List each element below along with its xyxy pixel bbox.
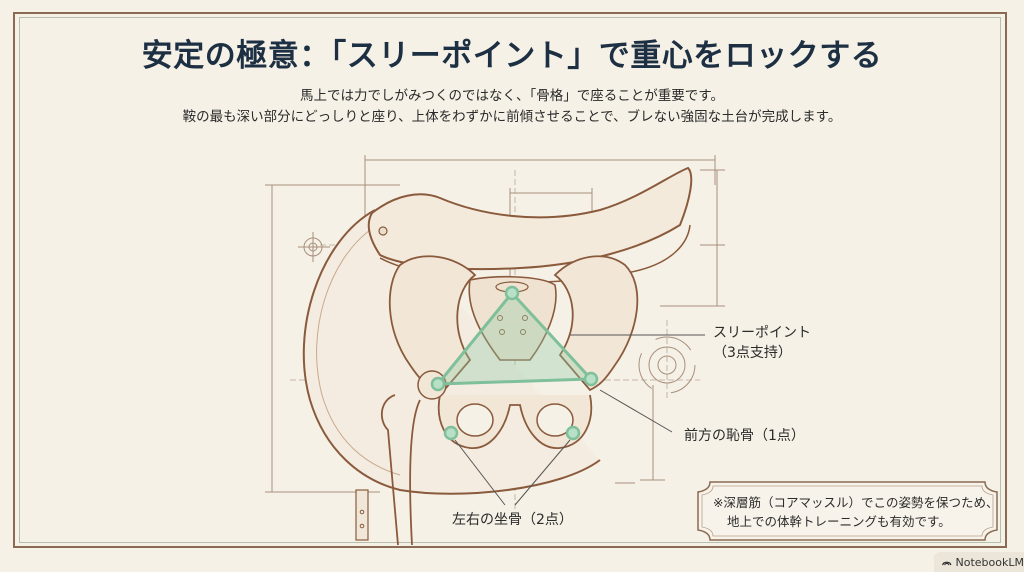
support-points [430, 285, 599, 441]
note-text: ※深層筋（コアマッスル）でこの姿勢を保つため、 地上での体幹トレーニングも有効で… [713, 493, 998, 531]
saddle-seat [367, 166, 693, 271]
subtitle-line-2: 鞍の最も深い部分にどっしりと座り、上体をわずかに前傾させることで、ブレない強固な… [182, 109, 842, 125]
note-line-2: 地上での体幹トレーニングも有効です。 [727, 514, 951, 529]
note-line-1: ※深層筋（コアマッスル）でこの姿勢を保つため、 [713, 495, 999, 510]
label-pubis: 前方の恥骨（1点） [684, 428, 805, 444]
gear-icon [638, 336, 696, 394]
notebooklm-badge: NotebookLM [934, 552, 1024, 572]
inner-frame [19, 17, 1001, 543]
notebooklm-icon [942, 561, 952, 566]
ischium-right [565, 425, 581, 441]
point-right [583, 371, 599, 387]
point-left [430, 376, 446, 392]
badge-label: NotebookLM [955, 555, 1024, 569]
right-ilium [553, 255, 639, 392]
outer-frame [13, 12, 1007, 548]
sacrum [468, 275, 557, 361]
ischium-left [443, 425, 459, 441]
point-top [504, 285, 520, 301]
left-ilium [388, 255, 477, 397]
note-box-frame [697, 481, 998, 541]
three-point-triangle [434, 290, 595, 386]
stirrup-leather [355, 489, 369, 541]
femur [380, 394, 421, 546]
label-ischium: 左右の坐骨（2点） [452, 512, 573, 528]
target-mark-icon [298, 232, 330, 262]
label-three-point-sub: （3点支持） [713, 345, 792, 361]
subtitle: 馬上では力でしがみつくのではなく、「骨格」で座ることが重要です。 鞍の最も深い部… [0, 86, 1024, 128]
label-three-point: スリーポイント [713, 325, 811, 341]
page-title: 安定の極意：「スリーポイント」で重心をロックする [141, 38, 883, 74]
leader-lines [454, 334, 705, 506]
subtitle-line-1: 馬上では力でしがみつくのではなく、「骨格」で座ることが重要です。 [300, 88, 724, 104]
